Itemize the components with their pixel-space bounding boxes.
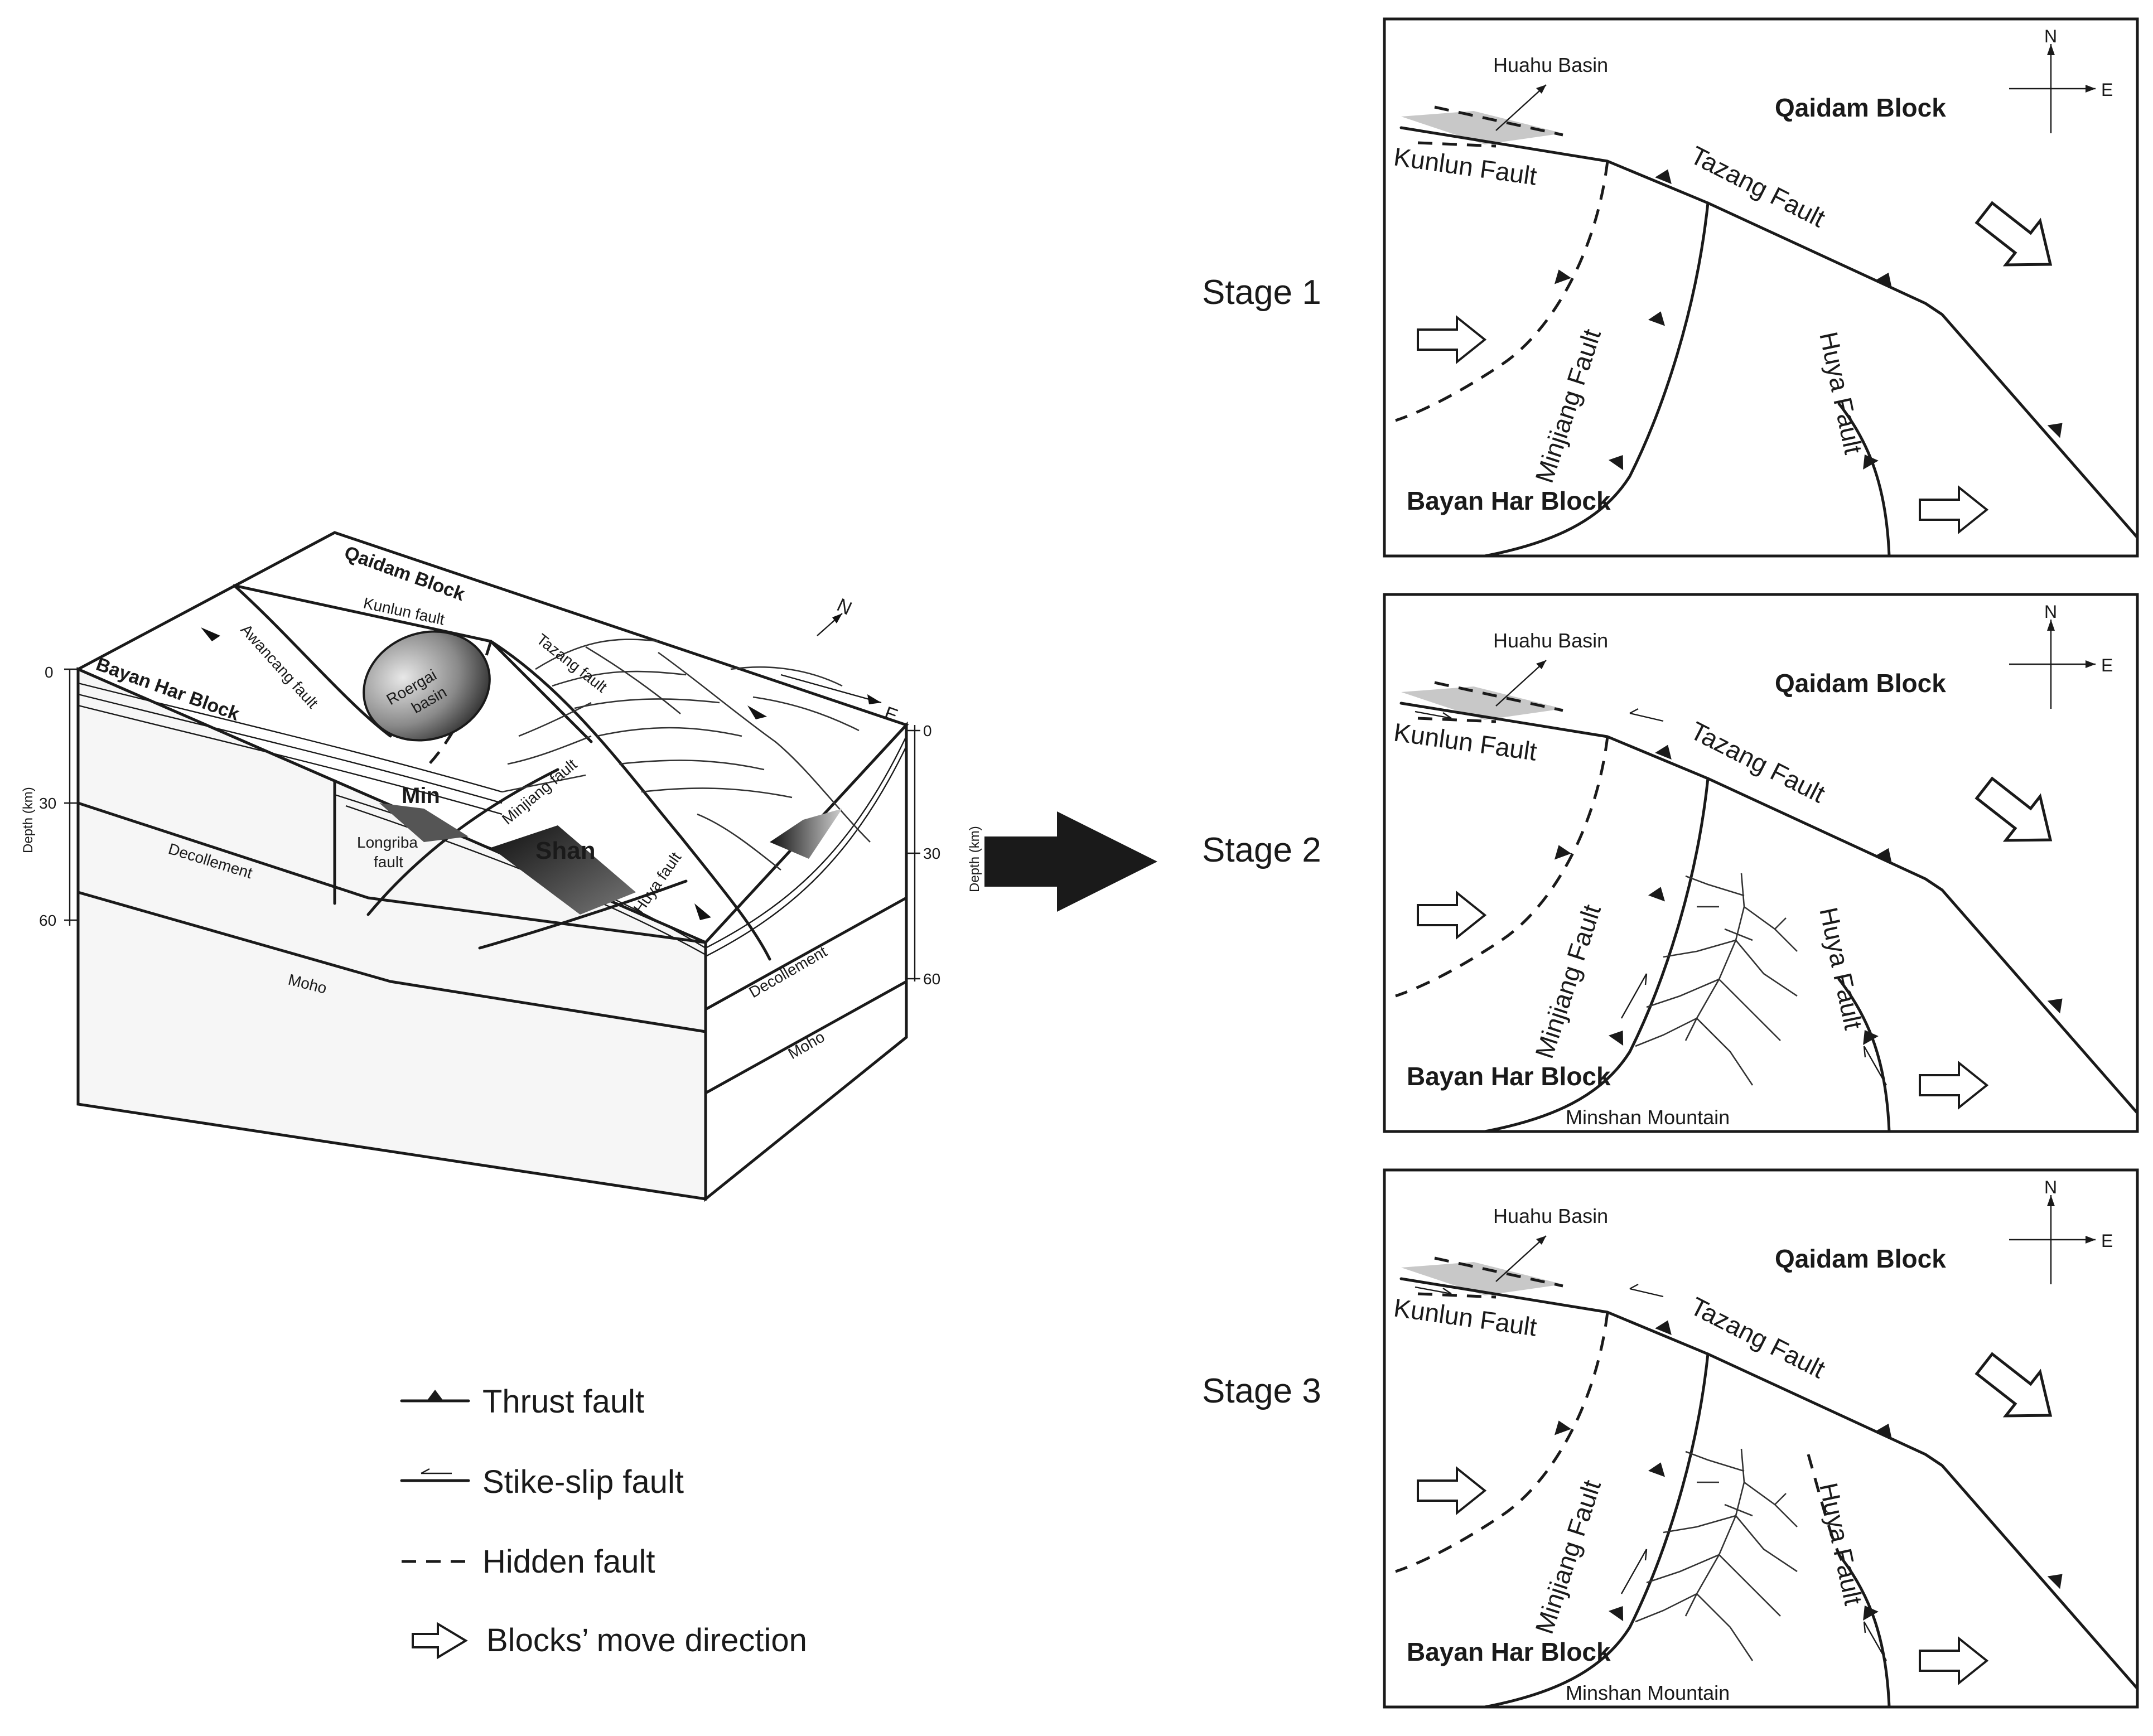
block-diagram: Qaidam Block Bayan Har Block Kunlun faul…: [21, 531, 982, 1202]
minjiang-fault-trace: [1483, 1352, 1710, 1709]
huahu-basin-label: Huahu Basin: [1493, 54, 1608, 76]
legend-strike-slip-label: Stike-slip fault: [482, 1464, 684, 1500]
depth-tick-right-0: 0: [923, 722, 932, 739]
huya-fault-hidden-trace: [1807, 1454, 1843, 1561]
bayan-har-block-label: Bayan Har Block: [1407, 1062, 1611, 1091]
minjiang-fault-trace: [1483, 777, 1710, 1133]
legend-move-label: Blocks’ move direction: [486, 1622, 807, 1658]
huahu-basin-shape: [1401, 1262, 1563, 1295]
huya-fault-trace: [1837, 1553, 1891, 1709]
moho-line-front: [76, 891, 707, 1033]
block-move-arrow: [1417, 1466, 1487, 1516]
depth-axis-label-right: Depth (km): [967, 826, 982, 892]
block-move-arrow: [1975, 1352, 2053, 1418]
compass-e-label: E: [2101, 655, 2113, 675]
move-arrow-nw: [201, 627, 220, 641]
qaidam-block-label: Qaidam Block: [1775, 93, 1946, 122]
depth-tick-right-30: 30: [923, 845, 940, 862]
bayan-har-block-label: Bayan Har Block: [1407, 486, 1611, 515]
compass-n-label: N: [2044, 26, 2057, 46]
move-arrow-se: [694, 903, 711, 920]
block-move-arrow: [1975, 776, 2053, 842]
longriba-fault-label-2: fault: [374, 853, 403, 871]
longriba-fault-label-1: Longriba: [357, 834, 418, 851]
relief-drainage: [501, 639, 871, 871]
legend-hidden-label: Hidden fault: [482, 1544, 655, 1580]
huahu-basin-shape: [1401, 111, 1563, 144]
block-move-arrow: [1975, 201, 2053, 267]
qaidam-block-label: Qaidam Block: [1775, 669, 1946, 698]
block-compass: N E: [780, 594, 901, 727]
minshan-mountain-label: Minshan Mountain: [1566, 1106, 1730, 1129]
depth-axis-right: 0 30 60 Depth (km): [906, 722, 982, 988]
block-move-arrow: [1417, 890, 1487, 940]
transition-arrow: [984, 811, 1157, 912]
depth-tick-right-60: 60: [923, 970, 940, 988]
moho-line-right: [704, 980, 908, 1095]
depth-tick-left-0: 0: [45, 664, 54, 681]
stage-frame: [1383, 17, 2139, 558]
min-label: Min: [402, 784, 440, 808]
stage-compass: [2009, 1195, 2096, 1284]
block-right-face: [704, 721, 908, 1202]
shan-relief-dark: [491, 825, 636, 915]
minjiang-fault-trace: [1483, 201, 1710, 558]
kunlun-tazang-fault-trace: [1399, 126, 2139, 539]
huya-fault-depth: [478, 879, 688, 950]
huya-fault-trace: [1837, 402, 1891, 558]
huahu-basin-label: Huahu Basin: [1493, 1205, 1608, 1227]
stage-title-1: Stage 1: [1202, 273, 1321, 312]
minshan-mountain-label: Minshan Mountain: [1566, 1681, 1730, 1704]
peak-relief-right: [770, 809, 842, 859]
qaidam-block-label: Qaidam Block: [1775, 1244, 1946, 1273]
huahu-basin-shape: [1401, 686, 1563, 720]
min-shan-relief-left: [379, 803, 469, 842]
stage-frame: [1383, 593, 2139, 1133]
stage-title-3: Stage 3: [1202, 1372, 1321, 1410]
minshan-drainage: [1635, 873, 1798, 1086]
legend-move: Blocks’ move direction: [412, 1622, 807, 1660]
block-move-arrow: [1919, 1636, 1989, 1686]
compass-n-label: N: [2044, 602, 2057, 622]
legend: Thrust fault Stike-slip fault Hidden fau…: [400, 1384, 807, 1660]
roergai-basin-shape: [363, 630, 491, 742]
legend-strike-slip: Stike-slip fault: [400, 1464, 684, 1500]
block-move-arrow: [1417, 315, 1487, 365]
depth-axis-left: 0 30 60 Depth (km): [21, 664, 78, 929]
minjiang-fault-line: [489, 640, 593, 743]
awancang-fault-line: [233, 584, 392, 738]
move-arrow-ne: [747, 705, 767, 719]
huahu-basin-label: Huahu Basin: [1493, 629, 1608, 652]
legend-thrust: Thrust fault: [400, 1384, 644, 1420]
stage-compass: [2009, 620, 2096, 709]
depth-tick-left-30: 30: [39, 795, 56, 812]
stage-title-2: Stage 2: [1202, 831, 1321, 869]
decollement-line-front: [76, 801, 707, 944]
block-move-arrow: [1919, 485, 1989, 535]
decollement-line-right: [704, 896, 908, 1011]
minjiang-fault-depth: [366, 768, 559, 916]
shan-label: Shan: [535, 837, 596, 864]
legend-hidden: Hidden fault: [402, 1544, 655, 1580]
bayan-har-block-label: Bayan Har Block: [1407, 1637, 1611, 1666]
stage-compass: [2009, 44, 2096, 133]
compass-e-label: E: [2101, 80, 2113, 100]
huya-fault-trace: [1837, 978, 1891, 1133]
stage-frame: [1383, 1168, 2139, 1709]
legend-thrust-label: Thrust fault: [482, 1384, 644, 1420]
kunlun-tazang-fault-trace: [1399, 1277, 2139, 1690]
tazang-fault-line: [489, 640, 771, 961]
block-move-arrow: [1919, 1060, 1989, 1110]
compass-e-label: E: [2101, 1231, 2113, 1251]
kunlun-tazang-fault-trace: [1399, 702, 2139, 1115]
compass-n-label: N: [2044, 1177, 2057, 1197]
depth-axis-label-left: Depth (km): [21, 787, 36, 853]
minshan-drainage: [1635, 1448, 1798, 1661]
depth-tick-left-60: 60: [39, 912, 56, 929]
